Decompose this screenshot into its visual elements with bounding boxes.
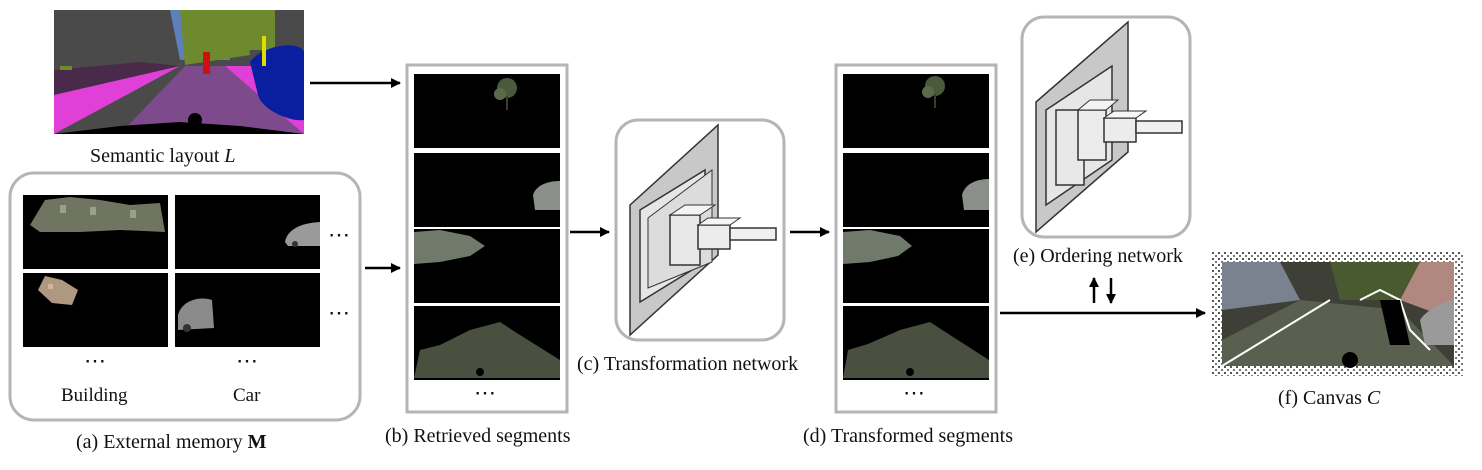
caption-external-memory-text: (a) External memory: [76, 431, 248, 453]
caption-semantic-layout: Semantic layout L: [90, 146, 236, 166]
memory-segment-building-1: [23, 195, 168, 269]
caption-external-memory-symbol: M: [247, 431, 267, 453]
transformed-segment-tree: [843, 74, 989, 148]
caption-transformation-network: (c) Transformation network: [577, 353, 799, 375]
memory-label-building: Building: [61, 385, 128, 406]
transformed-ellipsis: ⋯: [903, 380, 927, 405]
caption-ordering-network: (e) Ordering network: [1013, 245, 1183, 267]
retrieved-segment-tree: [414, 74, 560, 148]
memory-ellipsis-car: ⋯: [236, 348, 260, 373]
retrieved-segment-building: [414, 229, 560, 303]
caption-semantic-layout-text: Semantic layout: [90, 145, 225, 167]
retrieved-segment-road: [414, 306, 560, 380]
caption-external-memory: (a) External memory M: [76, 432, 266, 452]
memory-segment-building-2: [23, 273, 168, 347]
transformation-network-icon: [629, 123, 777, 337]
caption-transformed-segments: (d) Transformed segments: [803, 425, 1013, 447]
memory-ellipsis-row-2: ⋯: [328, 300, 352, 325]
memory-segment-car-1: [175, 195, 320, 269]
caption-canvas-symbol: C: [1366, 387, 1381, 409]
memory-segment-car-2: [175, 273, 320, 347]
retrieved-ellipsis: ⋯: [474, 380, 498, 405]
caption-semantic-layout-symbol: L: [224, 145, 236, 167]
transformed-segment-road: [843, 306, 989, 380]
memory-ellipsis-building: ⋯: [84, 348, 108, 373]
transformed-segment-building: [843, 229, 989, 303]
caption-canvas-text: (f) Canvas: [1278, 387, 1367, 409]
memory-ellipsis-row-1: ⋯: [328, 222, 352, 247]
retrieved-segment-car: [414, 153, 560, 227]
semantic-layout-image: [54, 10, 304, 134]
memory-label-car: Car: [233, 385, 261, 406]
ordering-network-icon: [1035, 20, 1183, 234]
canvas-image: [1212, 252, 1464, 376]
caption-canvas: (f) Canvas C: [1278, 388, 1380, 408]
caption-retrieved-segments: (b) Retrieved segments: [385, 425, 571, 447]
transformed-segment-car: [843, 153, 989, 227]
